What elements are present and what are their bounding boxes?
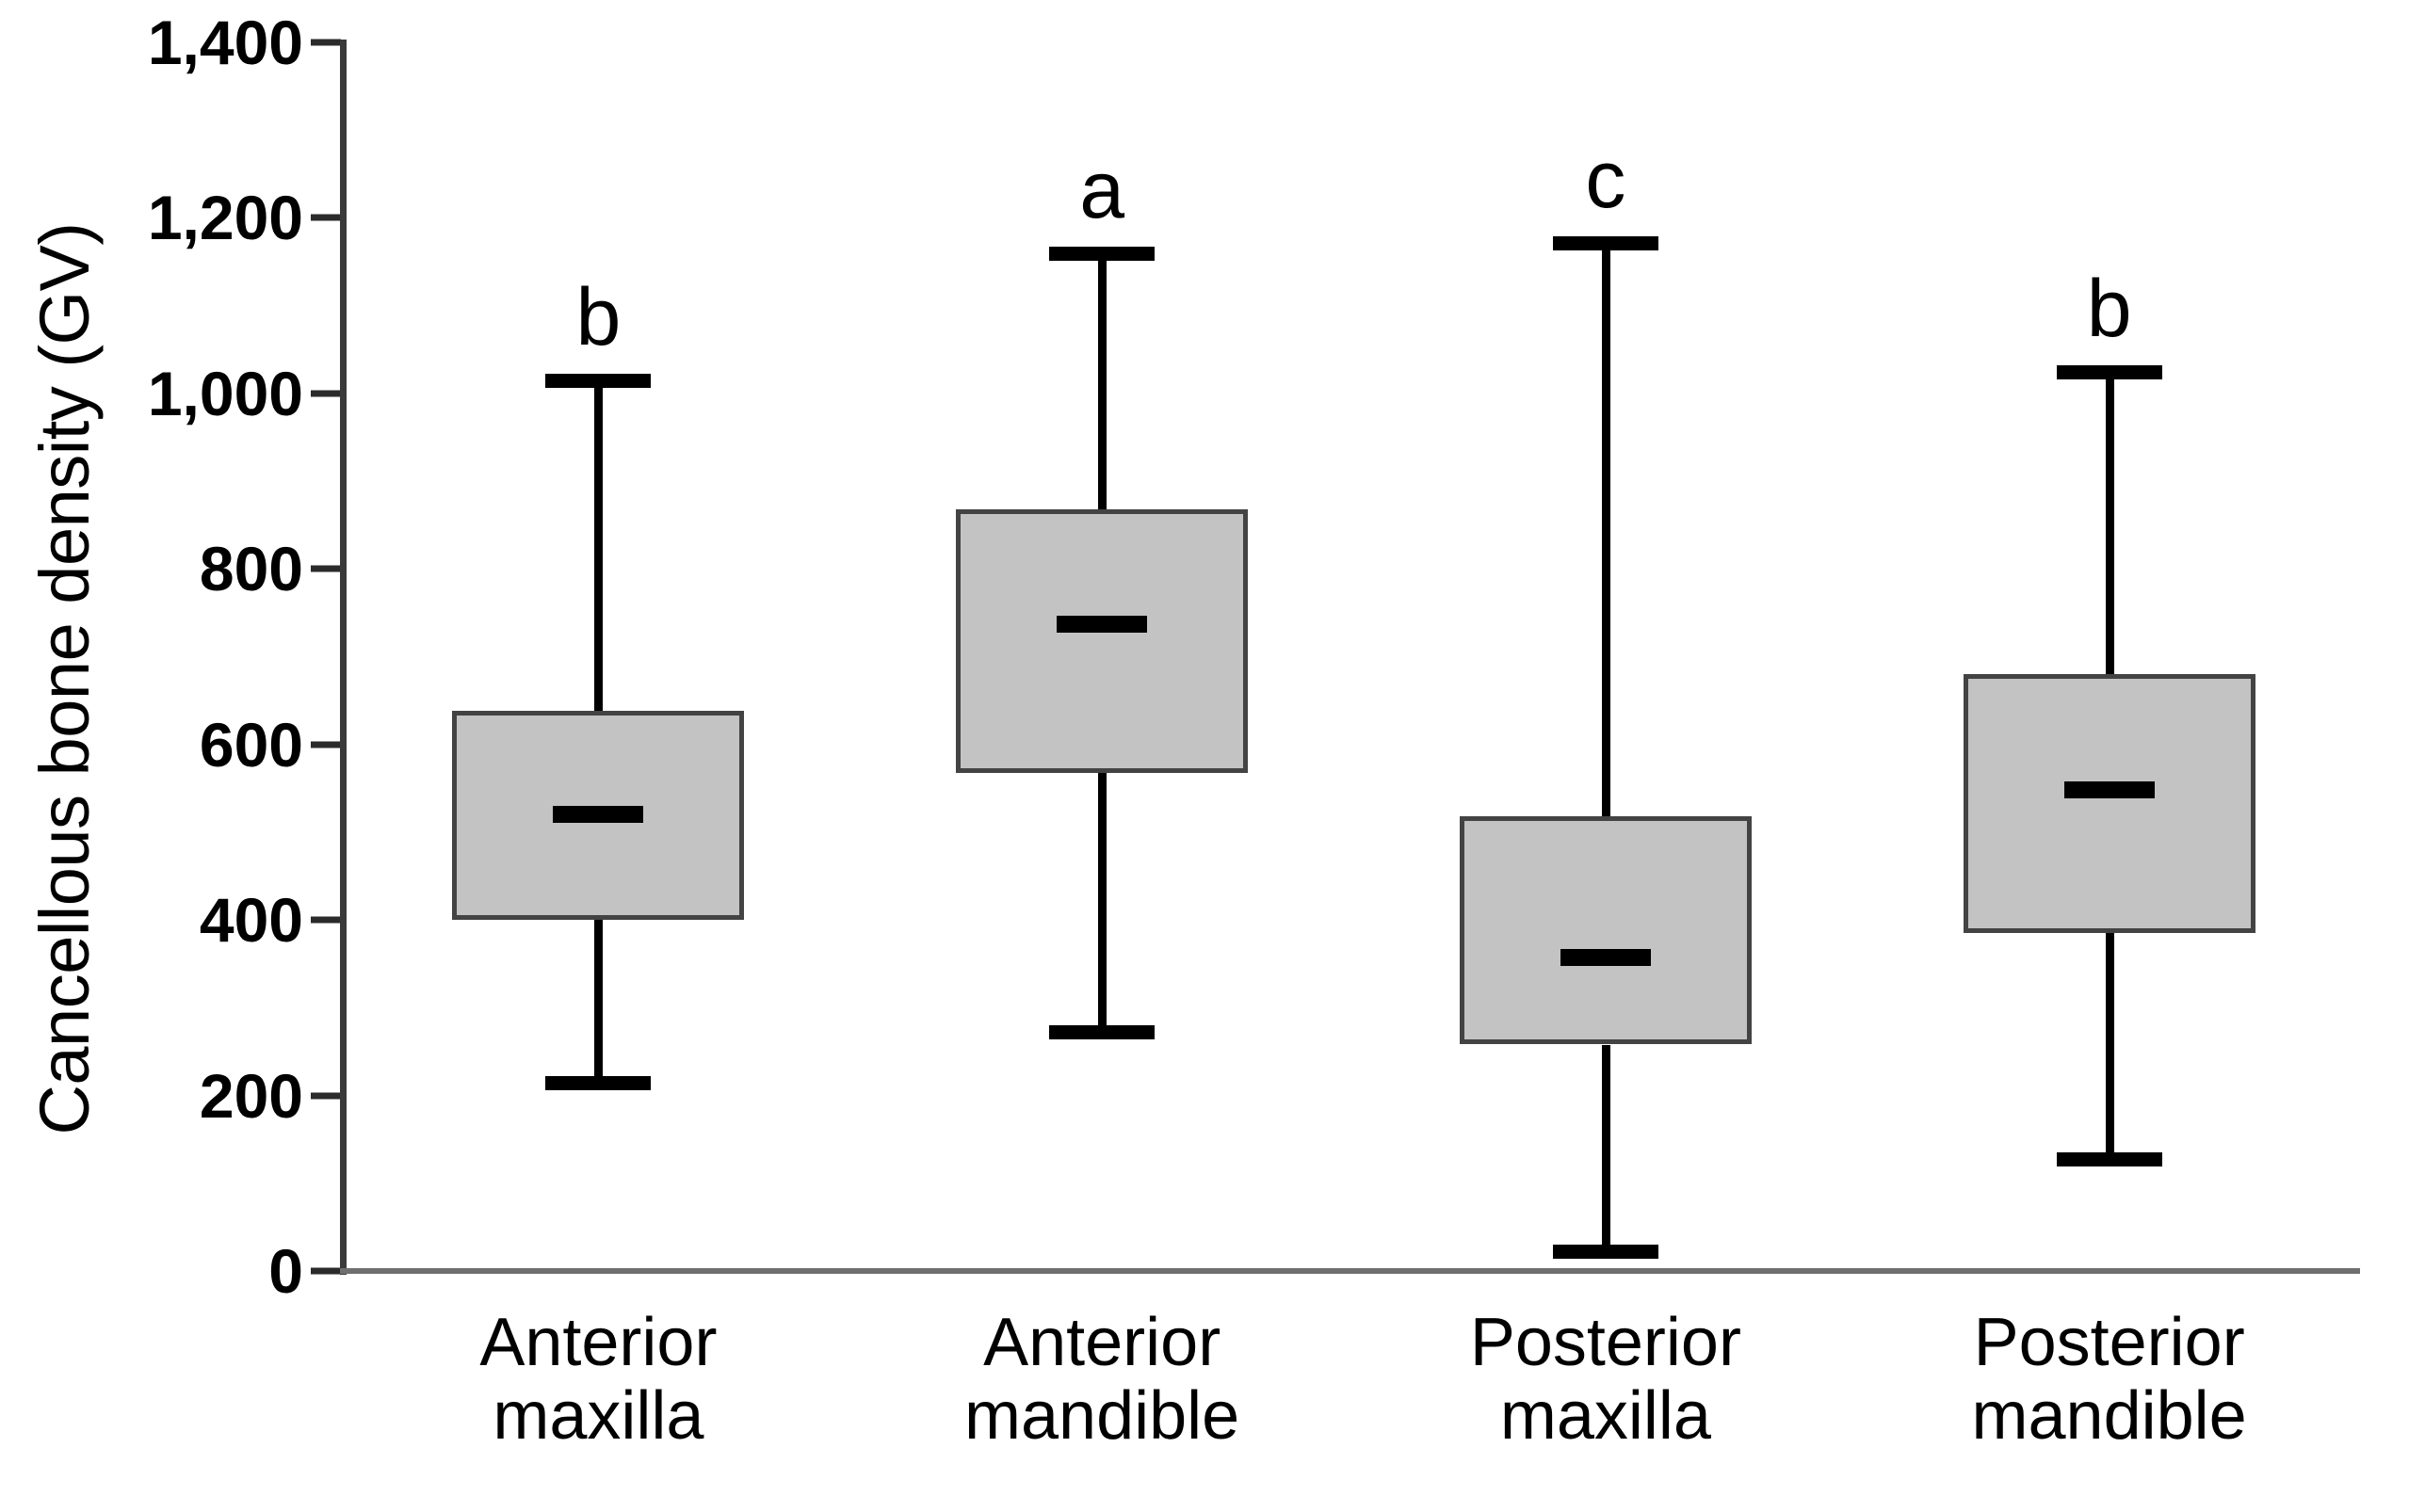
y-axis-tick-label: 1,000 (147, 358, 303, 428)
y-axis-tick-label: 1,400 (147, 8, 303, 77)
upper-whisker-stem (594, 379, 604, 712)
upper-whisker-cap (545, 373, 652, 388)
box-plot-2[interactable]: a (956, 0, 1249, 1275)
category-label-line-2: mandible (964, 1377, 1240, 1454)
y-axis-line (340, 40, 347, 1275)
category-label-line-2: mandible (1971, 1377, 2247, 1454)
iqr-box[interactable] (956, 508, 1249, 773)
median-line (1560, 949, 1651, 967)
y-axis-tick-label: 400 (199, 885, 303, 956)
box-plot-1[interactable]: b (452, 0, 745, 1275)
lower-whisker-cap (1552, 1245, 1658, 1260)
y-axis-tick-mark (311, 390, 341, 397)
significance-letter: b (2086, 263, 2132, 354)
upper-whisker-stem (2105, 371, 2114, 675)
significance-letter: b (575, 271, 622, 362)
lower-whisker-stem (2105, 933, 2114, 1159)
y-axis-tick-mark (311, 214, 341, 221)
upper-whisker-stem (1098, 252, 1107, 509)
upper-whisker-cap (1049, 246, 1156, 261)
lower-whisker-cap (545, 1075, 652, 1090)
category-label-line-1: Anterior (479, 1305, 718, 1380)
median-line (2063, 781, 2155, 799)
category-label-line-1: Anterior (983, 1305, 1221, 1380)
significance-letter: c (1585, 134, 1626, 225)
y-axis-tick-label: 800 (199, 534, 303, 604)
y-axis-tick-label: 0 (268, 1236, 303, 1306)
median-line (1057, 616, 1148, 633)
y-axis-tick-label: 600 (199, 709, 303, 780)
lower-whisker-cap (1049, 1025, 1156, 1040)
category-label-line-1: Posterior (1469, 1305, 1741, 1380)
lower-whisker-cap (2056, 1151, 2162, 1166)
category-label-line-2: maxilla (493, 1377, 704, 1454)
y-axis-tick-label: 1,200 (147, 183, 303, 253)
significance-letter: a (1079, 144, 1125, 235)
plot-area: b a c b (347, 0, 2361, 1275)
y-axis-tick-mark (311, 39, 341, 46)
y-axis-tick-mark (311, 916, 341, 924)
box-plot-4[interactable]: b (1963, 0, 2255, 1275)
y-axis-tick-mark (311, 741, 341, 748)
median-line (553, 806, 644, 824)
y-axis-tick-mark (311, 565, 341, 572)
category-label-line-2: maxilla (1499, 1377, 1711, 1454)
y-axis-tick-mark (311, 1092, 341, 1100)
iqr-box[interactable] (1459, 816, 1752, 1045)
upper-whisker-stem (1601, 242, 1610, 817)
x-axis-line (340, 1268, 2360, 1274)
iqr-box[interactable] (1963, 674, 2255, 934)
y-axis-tick-mark (311, 1267, 341, 1275)
box-plot-3[interactable]: c (1459, 0, 1752, 1275)
lower-whisker-stem (1098, 772, 1107, 1033)
upper-whisker-cap (2056, 364, 2162, 379)
upper-whisker-cap (1552, 235, 1658, 250)
category-label-line-1: Posterior (1973, 1305, 2245, 1380)
y-axis-tick-label: 200 (199, 1060, 303, 1131)
lower-whisker-stem (1601, 1044, 1610, 1252)
lower-whisker-stem (594, 920, 604, 1083)
